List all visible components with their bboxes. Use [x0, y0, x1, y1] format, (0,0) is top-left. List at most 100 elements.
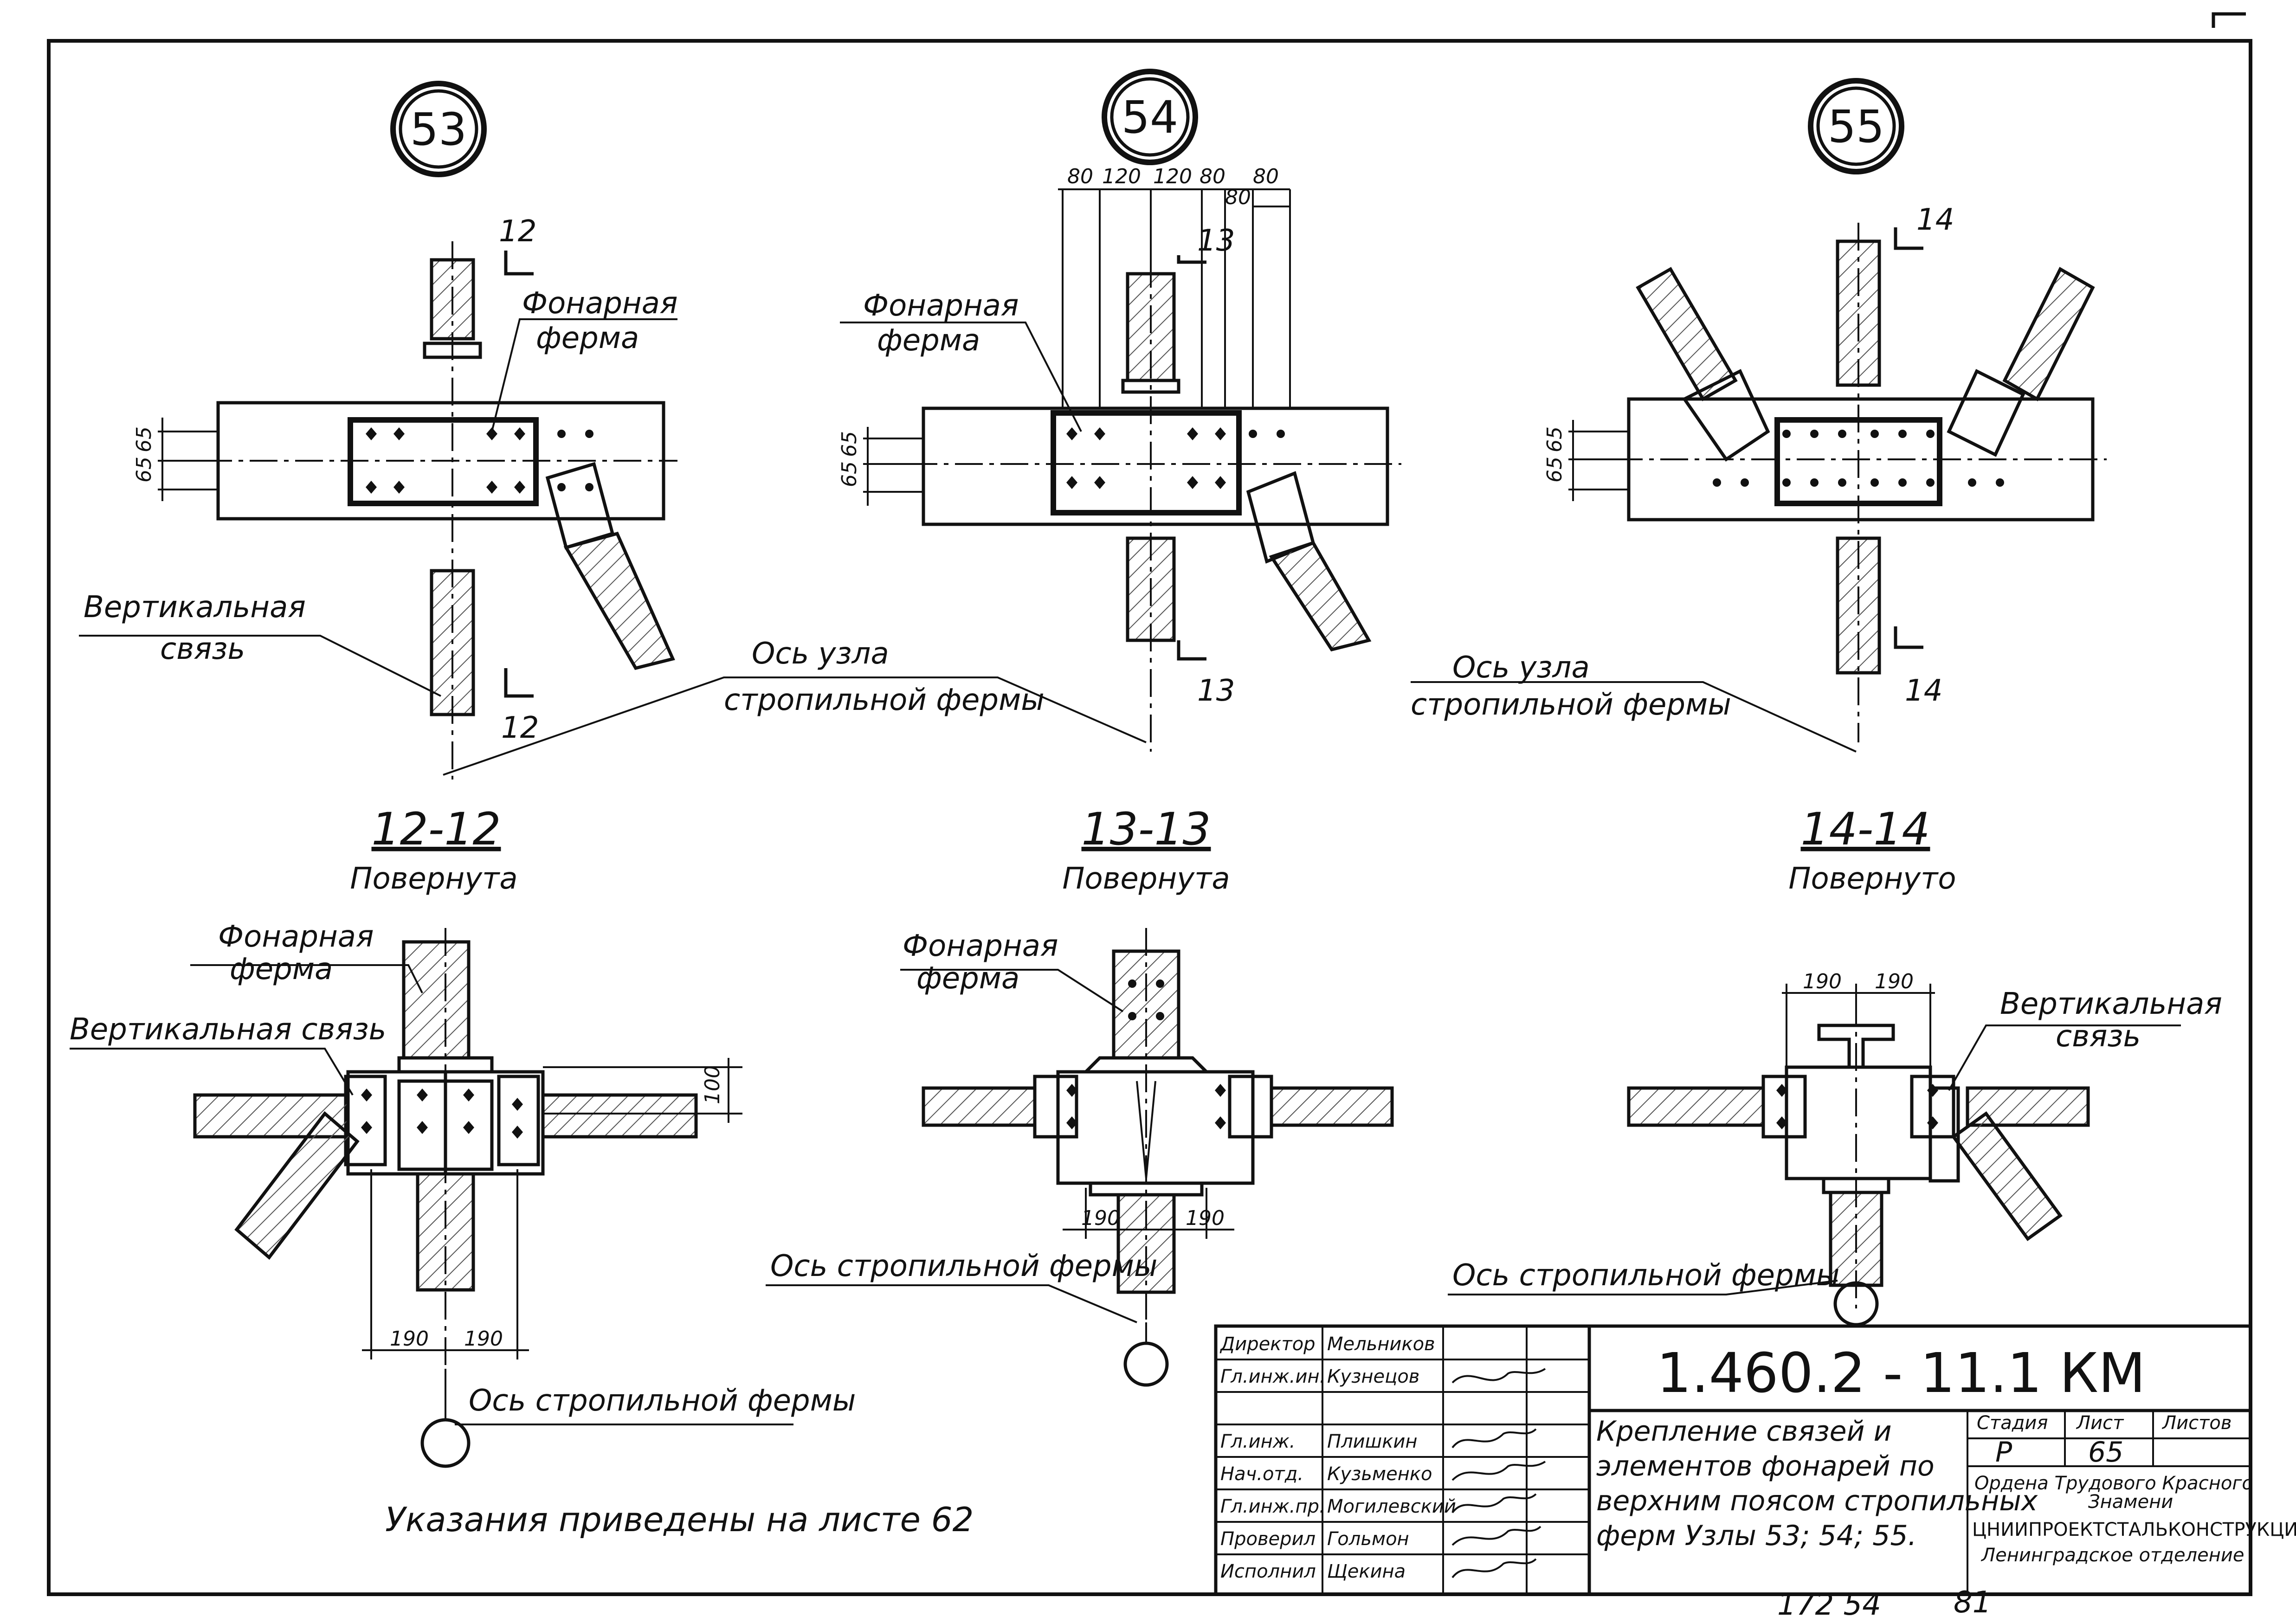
- sheet-header: Лист: [2076, 1412, 2124, 1434]
- staff-name-8: Щекина: [1327, 1561, 1406, 1582]
- node-53-number: 53: [410, 103, 467, 155]
- node-54: 54 80 120 120 80 80 80: [443, 69, 1401, 776]
- section-note-12: Повернута: [350, 862, 517, 896]
- staff-role-1: Директор: [1219, 1334, 1316, 1355]
- org-line-3: ЦНИИПРОЕКТСТАЛЬКОНСТРУКЦИЯ: [1972, 1519, 2296, 1540]
- sheets-header: Листов: [2161, 1412, 2232, 1434]
- label-axis-54-l1: Ось узла: [752, 637, 889, 671]
- staff-name-1: Мельников: [1327, 1334, 1435, 1355]
- staff-role-8: Исполнил: [1220, 1561, 1316, 1582]
- section-14-14: 190 190 Вертикальная связь Ось стропильн…: [1448, 970, 2222, 1327]
- staff-role-6: Гл.инж.пр.: [1220, 1496, 1325, 1517]
- sheet-frame: [47, 39, 2252, 1596]
- org-line-4: Ленинградское отделение: [1980, 1545, 2244, 1566]
- label-lantern-truss-53-l2: ферма: [536, 321, 639, 355]
- dim-54-a: 80: [1067, 165, 1093, 188]
- staff-name-2: Кузнецов: [1327, 1366, 1419, 1387]
- stage-value: Р: [1995, 1436, 2012, 1469]
- node-53-callout: [390, 81, 487, 177]
- dim-14-a: 190: [1803, 970, 1842, 993]
- label-lantern-truss-13-l2: ферма: [916, 961, 1019, 996]
- section-mark-12-top: 12: [499, 214, 536, 249]
- label-axis-55-l2: стропильной фермы: [1411, 688, 1731, 722]
- dim-12-b: 190: [464, 1327, 503, 1351]
- label-axis-rafter-14: Ось стропильной фермы: [1452, 1258, 1839, 1293]
- bolts-54: [1066, 427, 1285, 489]
- node-55: 55 14 14 65 65 Ось узла стропильной ферм…: [1411, 78, 2107, 753]
- staff-name-7: Гольмон: [1327, 1528, 1409, 1550]
- label-axis-rafter-12: Ось стропильной фермы: [469, 1384, 856, 1418]
- description-line-2: элементов фонарей по: [1596, 1450, 1935, 1482]
- staff-role-5: Нач.отд.: [1220, 1463, 1303, 1485]
- corner-stamp-mark: [2212, 12, 2246, 28]
- section-mark-13-top: 13: [1197, 224, 1235, 258]
- staff-role-7: Проверил: [1220, 1528, 1316, 1550]
- dim-12-a: 190: [390, 1327, 429, 1351]
- staff-role-4: Гл.инж.: [1220, 1431, 1295, 1452]
- section-mark-12-bottom: 12: [501, 711, 539, 745]
- label-vertical-brace-14-l1: Вертикальная: [2000, 987, 2222, 1021]
- staff-name-6: Могилевский: [1327, 1496, 1456, 1517]
- section-title-13: 13-13: [1082, 803, 1211, 855]
- drawing-code: 1.460.2 - 11.1 КМ: [1657, 1341, 2146, 1405]
- archive-number: 172 54: [1777, 1588, 1881, 1617]
- dim-53-b: 65: [132, 457, 156, 483]
- label-vertical-brace-14-l2: связь: [2056, 1019, 2141, 1054]
- label-vertical-brace-53-l1: Вертикальная: [84, 590, 306, 625]
- dim-12-height: 100: [701, 1065, 724, 1104]
- dim-55-b: 65: [1543, 457, 1567, 483]
- dim-55-a: 65: [1543, 426, 1567, 452]
- section-mark-14-top: 14: [1916, 203, 1954, 237]
- label-lantern-truss-12-l2: ферма: [230, 952, 333, 986]
- description-line-3: верхним поясом стропильных: [1596, 1485, 2038, 1517]
- section-12-12: 100 190 190 Фонарная ферма Вертикальная …: [70, 920, 856, 1468]
- section-title-12: 12-12: [372, 803, 501, 855]
- gusset-plate-55: [1774, 417, 1942, 506]
- axis-circle-12: [420, 1418, 471, 1468]
- section-13-13: 190 190 Фонарная ферма Ось стропильной ф…: [766, 928, 1394, 1387]
- node-54-callout: [1102, 69, 1198, 165]
- section-mark-13-bottom: 13: [1197, 674, 1235, 708]
- staff-name-4: Плишкин: [1327, 1431, 1418, 1452]
- section-note-13: Повернута: [1062, 862, 1230, 896]
- description-line-4: ферм Узлы 53; 54; 55.: [1596, 1520, 1917, 1552]
- dim-54-c: 120: [1153, 165, 1192, 188]
- footnote: Указания приведены на листе 62: [385, 1500, 974, 1539]
- section-mark-14-bottom: 14: [1905, 674, 1942, 708]
- title-block: Директор Мельников Гл.инж.ин. Кузнецов Г…: [1214, 1324, 2296, 1596]
- signatures: [1451, 1368, 1546, 1578]
- dim-14-b: 190: [1875, 970, 1914, 993]
- dim-54-f: 80: [1225, 186, 1251, 209]
- org-line-2: Знамени: [2088, 1491, 2173, 1513]
- node-53: 53 12 12 65 65 Фонарная: [79, 81, 678, 780]
- gusset-plate-54: [1051, 410, 1242, 515]
- label-vertical-brace-53-l2: связь: [160, 632, 245, 666]
- section-note-14: Повернуто: [1788, 862, 1956, 896]
- stage-header: Стадия: [1977, 1412, 2048, 1434]
- dim-13-b: 190: [1186, 1206, 1225, 1230]
- dim-54-g: 65: [838, 431, 861, 457]
- node-55-callout: [1808, 78, 1904, 174]
- bolts-14: [1776, 1084, 1938, 1129]
- dim-54-e: 80: [1253, 165, 1279, 188]
- dim-54-h: 65: [838, 461, 861, 487]
- dim-53-a: 65: [132, 426, 156, 452]
- gusset-plate-53: [348, 417, 539, 506]
- label-lantern-truss-12-l1: Фонарная: [218, 920, 374, 954]
- dim-54-d: 80: [1200, 165, 1225, 188]
- label-lantern-truss-53-l1: Фонарная: [522, 286, 678, 321]
- archive-page: 81: [1954, 1585, 1991, 1617]
- section-title-14: 14-14: [1801, 803, 1930, 855]
- staff-name-5: Кузьменко: [1327, 1463, 1432, 1485]
- dim-54-b: 120: [1102, 165, 1141, 188]
- label-axis-rafter-13: Ось стропильной фермы: [770, 1249, 1157, 1283]
- section-titles: 12-12 Повернута 13-13 Повернута 14-14 По…: [350, 803, 1956, 896]
- label-lantern-truss-54-l1: Фонарная: [863, 289, 1019, 323]
- staff-rows: Директор Мельников Гл.инж.ин. Кузнецов Г…: [1216, 1334, 1589, 1582]
- label-lantern-truss-13-l1: Фонарная: [903, 929, 1058, 963]
- description-line-1: Крепление связей и: [1596, 1415, 1892, 1448]
- node-54-number: 54: [1122, 91, 1178, 143]
- staff-role-2: Гл.инж.ин.: [1220, 1366, 1325, 1387]
- node-55-number: 55: [1828, 101, 1884, 153]
